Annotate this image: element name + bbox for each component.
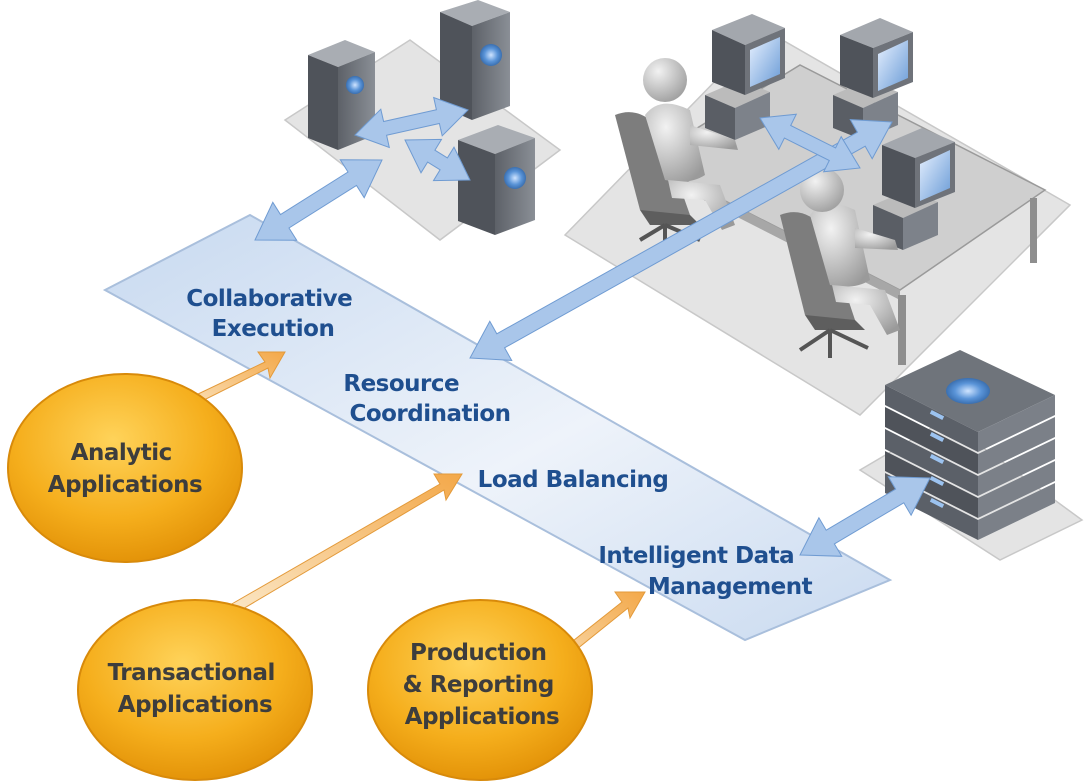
rack-unit <box>978 483 1055 540</box>
server-tower-icon <box>458 125 535 235</box>
bidirectional-arrow-icon <box>254 159 383 241</box>
rack-unit <box>978 395 1055 452</box>
rack-unit <box>885 451 978 518</box>
intelligent-data-management-label: Intelligent Data Management <box>598 543 812 600</box>
resource-coordination-label: Resource Coordination <box>343 371 510 427</box>
rack-led <box>929 454 945 464</box>
user-at-desk-icon <box>615 58 738 245</box>
rack-unit <box>885 385 978 452</box>
rack-unit <box>885 407 978 474</box>
rack-unit <box>978 417 1055 474</box>
input-arrow <box>229 473 463 614</box>
rack-led <box>929 476 945 486</box>
production-reporting-applications-node: Production & Reporting Applications <box>367 599 593 781</box>
rack-led <box>929 498 945 508</box>
analytic-applications-label: Analytic Applications <box>48 440 202 498</box>
user-at-desk-icon <box>780 168 900 358</box>
bidirectional-arrow-icon <box>469 119 893 361</box>
rack-led <box>929 410 945 420</box>
bidirectional-arrow-icon <box>404 138 471 182</box>
rack-led <box>929 432 945 442</box>
collaborative-execution-label: Collaborative Execution <box>186 286 360 342</box>
load-balancing-label: Load Balancing <box>478 467 669 493</box>
transactional-applications-node: Transactional Applications <box>77 599 313 781</box>
bidirectional-arrow-icon <box>799 476 931 557</box>
computer-monitor-icon <box>705 14 785 140</box>
bidirectional-arrow-icon <box>759 113 861 173</box>
connector-arrows <box>254 96 931 557</box>
computer-monitor-icon <box>873 128 955 250</box>
rack-unit <box>978 439 1055 496</box>
transactional-applications-label: Transactional Applications <box>108 660 283 718</box>
rack-unit <box>978 461 1055 518</box>
production-reporting-applications-label: Production & Reporting Applications <box>403 640 562 730</box>
server-tower-icon <box>440 0 510 120</box>
rack-unit <box>885 429 978 496</box>
middleware-band <box>102 213 893 642</box>
bidirectional-arrow-icon <box>354 96 469 149</box>
analytic-applications-node: Analytic Applications <box>7 373 243 563</box>
rack-server-icon <box>885 350 1055 540</box>
